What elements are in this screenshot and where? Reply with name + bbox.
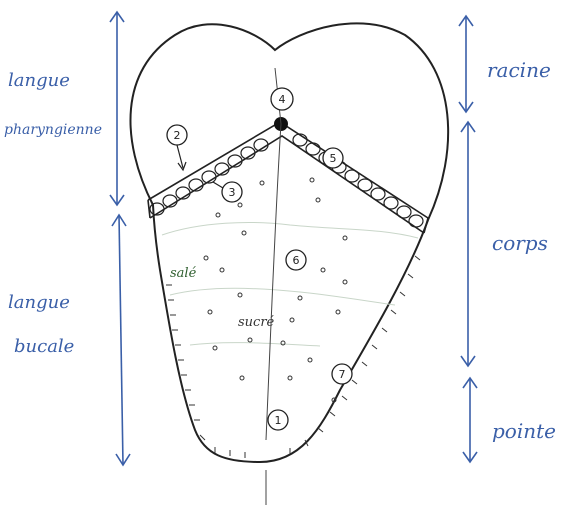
label-pointe: pointe [492, 419, 556, 443]
svg-text:7: 7 [339, 368, 346, 381]
marker-2: 2 [167, 125, 187, 170]
circumvallate-papillae-row [148, 122, 428, 233]
label-langue-2: langue [8, 292, 70, 313]
marker-5: 5 [323, 148, 343, 168]
svg-text:5: 5 [330, 152, 337, 165]
left-arrows [110, 12, 130, 465]
marker-3: 3 [213, 182, 242, 202]
marker-7: 7 [332, 364, 352, 384]
marker-4: 4 [271, 88, 293, 110]
svg-text:1: 1 [275, 414, 282, 427]
edge-hatching [166, 256, 420, 458]
inner-guides [162, 222, 418, 346]
papillae-circles [150, 134, 423, 227]
taste-label-sweet: sucré [238, 315, 275, 330]
marker-1: 1 [268, 410, 288, 430]
svg-text:3: 3 [229, 186, 236, 199]
label-langue-1: langue [8, 70, 70, 91]
right-arrows [459, 16, 477, 462]
taste-label-salty: salé [170, 266, 197, 281]
svg-text:4: 4 [279, 93, 286, 106]
label-pharyngienne: pharyngienne [4, 122, 102, 138]
median-line [266, 68, 281, 505]
svg-text:6: 6 [293, 254, 300, 267]
tongue-outline [130, 23, 448, 462]
svg-text:2: 2 [174, 129, 181, 142]
label-corps: corps [492, 231, 548, 255]
marker-6: 6 [286, 250, 306, 270]
arrow-buccal [119, 215, 123, 465]
label-bucale: bucale [14, 336, 74, 357]
label-racine: racine [487, 58, 551, 82]
